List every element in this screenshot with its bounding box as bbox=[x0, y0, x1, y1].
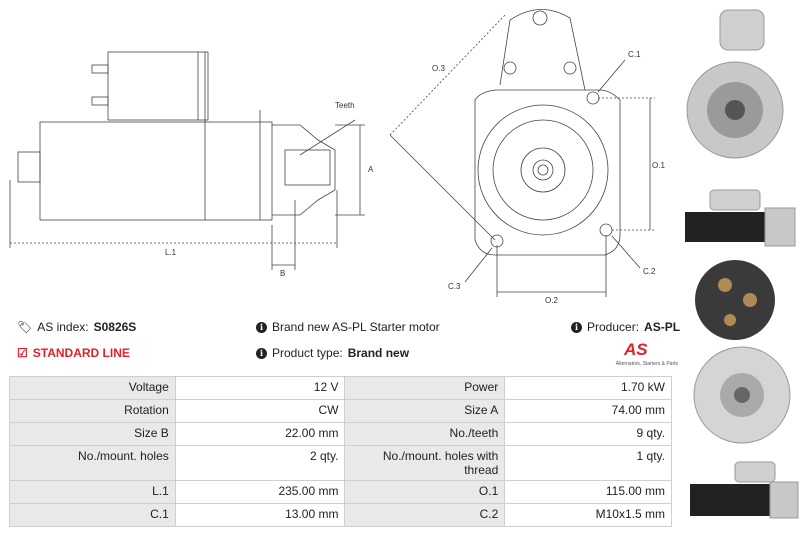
label-c2: C.2 bbox=[643, 267, 656, 276]
label-o3: O.3 bbox=[432, 64, 445, 73]
label-teeth: Teeth bbox=[335, 101, 355, 110]
spec-value: 12 V bbox=[174, 376, 346, 400]
spec-label: No./mount. holes bbox=[9, 445, 176, 481]
tag-icon: 🏷 bbox=[17, 320, 33, 334]
as-pl-logo: AS Alternators, Starters & Parts bbox=[615, 340, 678, 367]
spec-label: O.1 bbox=[344, 480, 506, 504]
product-photos bbox=[685, 9, 799, 519]
spec-label: Size A bbox=[344, 399, 506, 423]
product-type: i Product type: Brand new bbox=[256, 346, 409, 360]
label-a: A bbox=[368, 165, 374, 174]
as-index-value: S0826S bbox=[93, 320, 137, 334]
info-icon: i bbox=[256, 347, 267, 359]
spec-value: 9 qty. bbox=[504, 422, 672, 446]
photo-terminals-view bbox=[695, 260, 775, 340]
label-b: B bbox=[280, 269, 285, 278]
spec-label: C.2 bbox=[344, 503, 506, 527]
spec-value: 74.00 mm bbox=[504, 399, 672, 423]
checkbox-icon: ☑ bbox=[17, 346, 28, 360]
label-c3: C.3 bbox=[448, 282, 461, 291]
spec-label: Size B bbox=[9, 422, 176, 446]
brand-new-info: i Brand new AS-PL Starter motor bbox=[256, 320, 440, 334]
photo-front-view bbox=[686, 9, 784, 159]
info-icon: i bbox=[256, 321, 267, 333]
spec-value: 235.00 mm bbox=[174, 480, 346, 504]
spec-value: 115.00 mm bbox=[504, 480, 672, 504]
as-index: 🏷 AS index: S0826S bbox=[17, 320, 137, 334]
label-c1: C.1 bbox=[628, 50, 641, 59]
spec-label: L.1 bbox=[9, 480, 176, 504]
spec-value: CW bbox=[174, 399, 346, 423]
label-l1: L.1 bbox=[165, 248, 177, 257]
spec-label: Voltage bbox=[9, 376, 176, 400]
label-o2: O.2 bbox=[545, 296, 558, 305]
spec-label: C.1 bbox=[9, 503, 176, 527]
spec-value: 2 qty. bbox=[174, 445, 346, 481]
spec-value: 1 qty. bbox=[504, 445, 672, 481]
technical-drawing: Teeth A B L.1 O.3 C.1 O.1 C.3 C.2 O.2 bbox=[9, 9, 665, 305]
spec-label: No./mount. holes with thread bbox=[344, 445, 506, 481]
spec-value: M10x1.5 mm bbox=[504, 503, 672, 527]
producer: i Producer: AS-PL bbox=[571, 320, 680, 334]
spec-value: 22.00 mm bbox=[174, 422, 346, 446]
spec-label: No./teeth bbox=[344, 422, 506, 446]
spec-value: 1.70 kW bbox=[504, 376, 672, 400]
spec-label: Power bbox=[344, 376, 506, 400]
photo-flange-view bbox=[693, 346, 791, 444]
photo-side-view-2 bbox=[690, 461, 799, 519]
photo-side-view bbox=[685, 189, 796, 247]
spec-label: Rotation bbox=[9, 399, 176, 423]
standard-line: ☑ STANDARD LINE bbox=[17, 346, 130, 360]
spec-value: 13.00 mm bbox=[174, 503, 346, 527]
info-icon: i bbox=[571, 321, 582, 333]
label-o1: O.1 bbox=[652, 161, 665, 170]
